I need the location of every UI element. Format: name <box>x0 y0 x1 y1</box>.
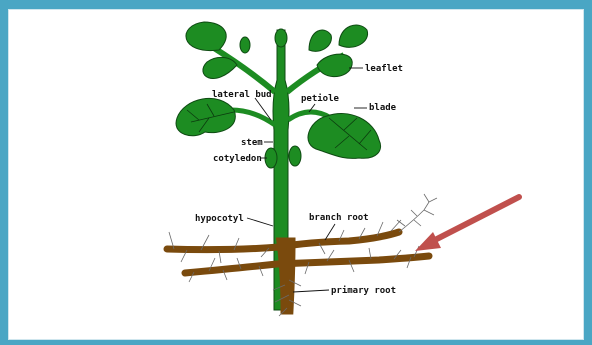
lower-lateral-root <box>185 256 429 273</box>
right-upper-leaf-2 <box>309 30 331 51</box>
plant-diagram: leaflet lateral bud petiole blade stem c… <box>9 10 584 340</box>
label-branch-root: branch root <box>309 213 369 223</box>
label-leaflet: leaflet <box>365 64 403 74</box>
left-top-bud <box>240 37 250 53</box>
label-blade: blade <box>369 103 397 113</box>
label-lateral-bud: lateral bud <box>212 90 272 100</box>
cotyledon-right <box>289 146 301 166</box>
left-small-leaf <box>203 57 237 78</box>
label-cotyledon: cotyledon <box>213 154 262 164</box>
primary-root <box>281 242 291 310</box>
branch-root-leader <box>325 224 335 240</box>
terminal-bud <box>275 29 287 47</box>
label-hypocotyl: hypocotyl <box>195 214 244 224</box>
lateral-bud-petiole <box>231 110 275 125</box>
lateral-leaf-blade <box>176 98 235 135</box>
label-petiole: petiole <box>301 93 340 104</box>
root-tip-hairs <box>397 194 437 232</box>
left-upper-leaf <box>186 22 226 51</box>
label-primary-root: primary root <box>331 285 396 296</box>
red-arrow-icon <box>415 197 519 251</box>
right-blade <box>308 113 381 158</box>
primary-root-leader <box>293 290 329 292</box>
label-stem: stem <box>241 138 263 148</box>
right-upper-leaf <box>339 25 368 47</box>
leaflet-leaf <box>317 54 352 77</box>
hypocotyl-leader <box>247 218 273 226</box>
diagram-panel: leaflet lateral bud petiole blade stem c… <box>8 9 584 340</box>
